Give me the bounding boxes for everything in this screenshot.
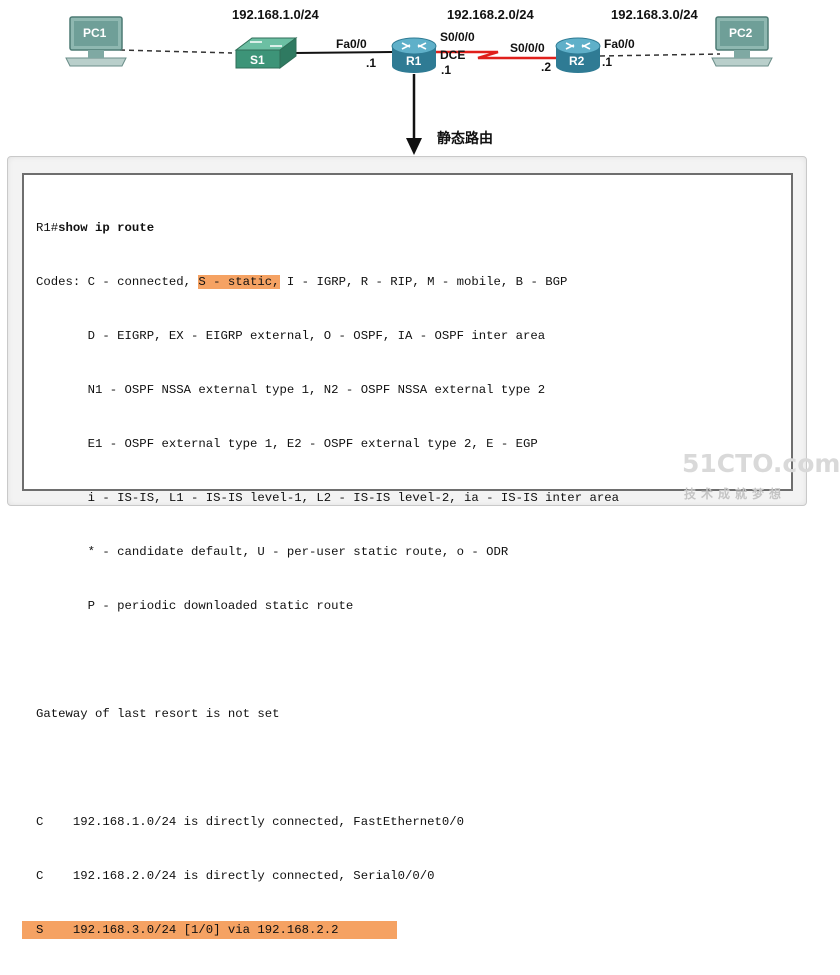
r2-serial-host-label: .2 [541,60,552,74]
r1-fa-host-label: .1 [366,56,377,70]
blank-line [36,651,619,669]
r2-serial-port-label: S0/0/0 [510,41,545,55]
switch-s1-icon [234,37,298,69]
terminal-panel: R1#show ip route Codes: C - connected, S… [7,156,807,939]
codes-text: i - IS-IS, L1 - IS-IS level-1, L2 - IS-I… [36,491,619,505]
network-label-3: 192.168.3.0/24 [611,7,698,22]
codes-line: N1 - OSPF NSSA external type 1, N2 - OSP… [36,381,619,399]
codes-text: * - candidate default, U - per-user stat… [36,545,509,559]
pc1-icon [65,16,127,67]
codes-line: E1 - OSPF external type 1, E2 - OSPF ext… [36,435,619,453]
r1-serial-port-label: S0/0/0 [440,30,475,44]
network-label-1: 192.168.1.0/24 [232,7,319,22]
static-route-line: S 192.168.3.0/24 [1/0] via 192.168.2.2 [22,921,619,939]
terminal-output: R1#show ip route Codes: C - connected, S… [22,183,619,975]
codes-text: E1 - OSPF external type 1, E2 - OSPF ext… [36,437,538,451]
codes-line: P - periodic downloaded static route [36,597,619,615]
pc2-icon [711,16,773,67]
terminal-window: R1#show ip route Codes: C - connected, S… [22,173,793,939]
route-line: C 192.168.1.0/24 is directly connected, … [36,813,619,831]
codes-text: N1 - OSPF NSSA external type 1, N2 - OSP… [36,383,546,397]
command-line: R1#show ip route [36,219,619,237]
codes-line: D - EIGRP, EX - EIGRP external, O - OSPF… [36,327,619,345]
r1-label: R1 [406,54,422,68]
route-line: C 192.168.2.0/24 is directly connected, … [36,867,619,885]
codes-suffix: I - IGRP, R - RIP, M - mobile, B - BGP [279,275,568,289]
static-route-caption: 静态路由 [437,131,493,147]
static-route-text: S 192.168.3.0/24 [1/0] via 192.168.2.2 [36,923,339,937]
pc1-label: PC1 [83,26,107,40]
blank-line [36,759,619,777]
route-text: C 192.168.1.0/24 is directly connected, … [36,815,465,829]
codes-line: * - candidate default, U - per-user stat… [36,543,619,561]
route-text: C 192.168.2.0/24 is directly connected, … [36,869,435,883]
s1-label: S1 [250,53,265,67]
codes-prefix: Codes: C - connected, [36,275,199,289]
r2-fa-port-label: Fa0/0 [604,37,635,51]
link-pc1-s1 [119,49,233,54]
network-label-2: 192.168.2.0/24 [447,7,534,22]
r1-fa-port-label: Fa0/0 [336,37,367,51]
pc2-label: PC2 [729,26,753,40]
static-code-highlight: S - static, [198,275,280,289]
r1-dce-label: DCE [440,48,466,62]
watermark-brand: 51CTO.com [682,449,840,478]
topology-diagram [65,16,773,155]
codes-text: D - EIGRP, EX - EIGRP external, O - OSPF… [36,329,546,343]
gateway-text: Gateway of last resort is not set [36,707,280,721]
router-r1-icon [391,37,437,73]
codes-line: i - IS-IS, L1 - IS-IS level-1, L2 - IS-I… [36,489,619,507]
command-text: show ip route [58,221,155,235]
r2-label: R2 [569,54,585,68]
static-route-highlight [22,921,397,939]
gateway-line: Gateway of last resort is not set [36,705,619,723]
r2-fa-host-label: .1 [602,55,613,69]
router-r2-icon [555,37,601,73]
serial-link-r1-r2 [436,50,556,60]
prompt: R1# [36,221,59,235]
down-arrow-icon [406,74,422,155]
r1-serial-host-label: .1 [441,63,452,77]
link-s1-r1 [293,51,393,54]
codes-line: Codes: C - connected, S - static, I - IG… [36,273,619,291]
link-r2-pc2 [599,53,721,57]
watermark-tagline: 技术成就梦想 [684,487,787,501]
codes-text: P - periodic downloaded static route [36,599,354,613]
